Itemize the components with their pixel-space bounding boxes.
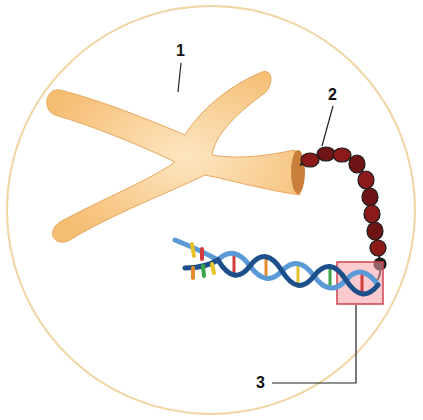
leader-lines [178,63,356,383]
dna-helix [175,240,378,294]
chromosome-shape [47,71,300,242]
callout-number: 3 [256,374,265,392]
callout-number: 1 [176,42,185,60]
cell-outline [7,6,415,414]
callout-number: 2 [328,86,337,104]
